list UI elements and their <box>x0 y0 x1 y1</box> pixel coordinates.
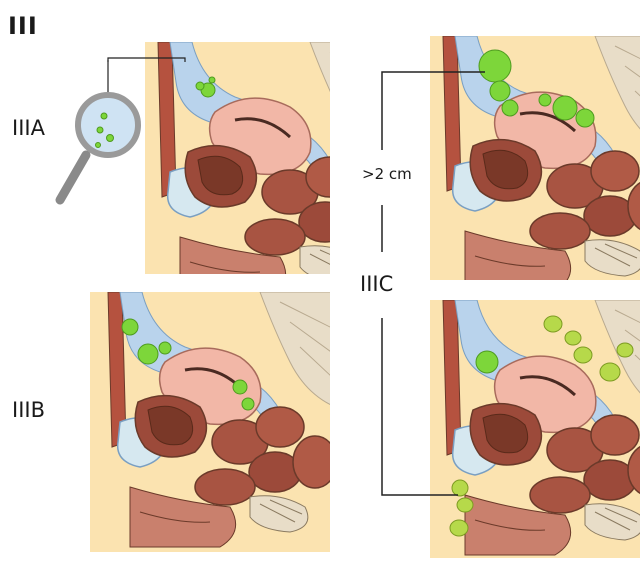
size-annotation: >2 cm <box>362 165 412 183</box>
panel-iiic-lower-illustration <box>425 300 640 560</box>
panel-label-iiib: IIIB <box>12 398 45 422</box>
panel-label-iiia: IIIA <box>12 116 45 140</box>
stage-label: III <box>8 12 38 40</box>
panel-label-iiic: IIIC <box>360 272 393 296</box>
panel-iiib-illustration <box>90 292 350 552</box>
panel-iiic-upper-illustration <box>425 36 640 296</box>
panel-iiia-illustration <box>140 42 400 302</box>
